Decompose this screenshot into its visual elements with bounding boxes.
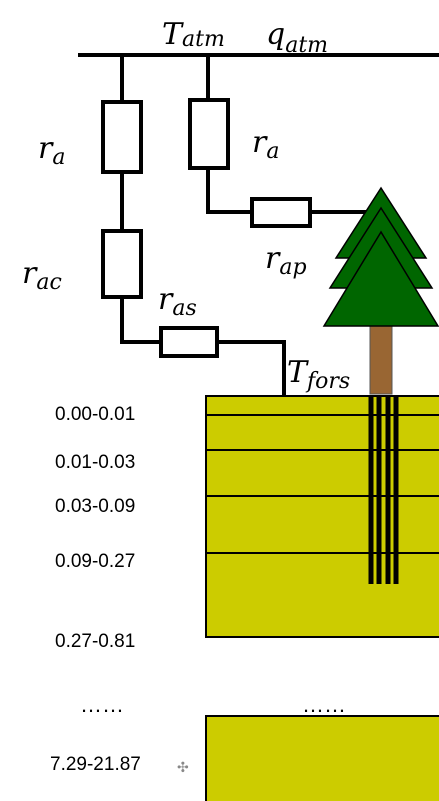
- resistor-ras: [159, 326, 219, 358]
- soil-column-deep: [205, 715, 439, 801]
- rap-label: rap: [265, 241, 307, 280]
- left-branch-wire-low: [120, 297, 161, 344]
- tree-trunk: [369, 321, 393, 395]
- tree-icon: [322, 186, 439, 395]
- soil-column-upper: [205, 395, 439, 638]
- ellipsis-left: ……: [80, 692, 124, 717]
- ras-label: ras: [158, 282, 197, 321]
- deep-soil-layer-label: 7.29-21.87: [50, 754, 141, 775]
- t-atm-label: Tatm: [162, 17, 225, 52]
- ellipsis-right: ……: [302, 692, 346, 717]
- ra-right-label: ra: [252, 125, 279, 164]
- rac-label: rac: [22, 256, 62, 295]
- resistor-ra-left: [101, 100, 143, 174]
- root-bundle: [368, 396, 399, 584]
- soil-layer-label-2: 0.01-0.03: [55, 452, 135, 473]
- resistor-rac: [101, 229, 143, 299]
- resistor-ra-right: [188, 98, 230, 170]
- soil-layer-label-5: 0.27-0.81: [55, 631, 135, 652]
- resistor-rap: [250, 197, 312, 228]
- soil-layer-label-3: 0.03-0.09: [55, 496, 135, 517]
- q-atm-label: qatm: [266, 17, 328, 58]
- move-cursor-icon: ✣: [177, 760, 189, 776]
- ras-to-tfors-wire: [217, 340, 286, 395]
- soil-layer-label-1: 0.00-0.01: [55, 404, 135, 425]
- right-branch-wire-low: [206, 168, 252, 214]
- ra-left-label: ra: [38, 131, 65, 170]
- soil-layer-label-4: 0.09-0.27: [55, 551, 135, 572]
- tree-foliage-bottom: [322, 230, 439, 327]
- t-fors-label: Tfors: [287, 355, 350, 394]
